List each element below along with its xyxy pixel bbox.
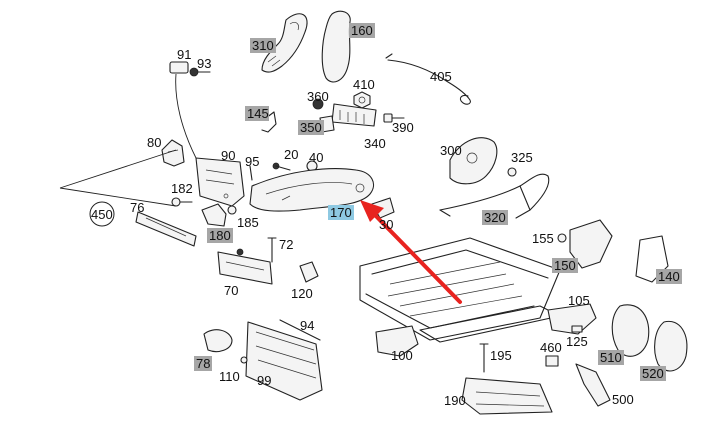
label-70: 70 — [224, 283, 238, 298]
part-94-rod — [279, 319, 321, 341]
label-125: 125 — [566, 334, 588, 349]
part-125-clip — [571, 325, 583, 333]
label-340: 340 — [364, 136, 386, 151]
label-145: 145 — [247, 106, 269, 121]
part-190-base-panel — [461, 377, 553, 415]
label-110: 110 — [219, 369, 240, 384]
label-72: 72 — [279, 237, 293, 252]
part-72-pin — [267, 237, 277, 263]
label-box-78 — [194, 356, 212, 371]
label-box-350 — [298, 120, 324, 135]
label-99: 99 — [257, 373, 271, 388]
leader-450 — [59, 149, 177, 207]
label-box-145 — [245, 106, 269, 121]
part-310-trim — [261, 13, 308, 73]
part-325-washer — [507, 167, 517, 177]
part-410-nut — [353, 91, 371, 109]
part-78-bushing — [203, 329, 233, 353]
label-78: 78 — [196, 356, 210, 371]
label-450: 450 — [91, 207, 113, 222]
label-360: 360 — [307, 89, 329, 104]
label-30: 30 — [379, 217, 393, 232]
label-box-520 — [640, 366, 666, 381]
label-195: 195 — [490, 348, 512, 363]
label-185: 185 — [237, 215, 259, 230]
part-520-cushion — [654, 320, 688, 372]
label-box-510 — [598, 350, 624, 365]
part-95-20-40-fasteners — [249, 160, 318, 181]
label-90: 90 — [221, 148, 235, 163]
part-145-clip — [261, 111, 277, 133]
part-500-cover — [575, 363, 611, 407]
label-box-160 — [349, 23, 375, 38]
part-460-block — [545, 355, 559, 367]
label-520: 520 — [642, 366, 664, 381]
label-circle-450 — [89, 201, 115, 227]
part-180-bracket — [201, 203, 227, 227]
label-95: 95 — [245, 154, 259, 169]
label-180: 180 — [209, 228, 231, 243]
label-box-170 — [328, 205, 354, 220]
label-320: 320 — [484, 210, 506, 225]
label-460: 460 — [540, 340, 562, 355]
label-160: 160 — [351, 23, 373, 38]
part-510-cushion — [611, 304, 650, 357]
part-seat-base-frame — [359, 237, 561, 343]
label-93: 93 — [197, 56, 211, 71]
part-70-slider — [217, 248, 273, 285]
label-box-180 — [207, 228, 233, 243]
part-300-mechanism — [449, 137, 498, 185]
label-80: 80 — [147, 135, 161, 150]
part-155-washer — [557, 233, 567, 243]
part-320-wire-frame — [439, 173, 550, 219]
part-160-cover — [321, 10, 351, 83]
label-405: 405 — [430, 69, 452, 84]
part-80-latch — [161, 139, 185, 167]
label-box-150 — [552, 258, 578, 273]
part-195-pin — [479, 343, 489, 373]
label-325: 325 — [511, 150, 533, 165]
label-310: 310 — [252, 38, 274, 53]
label-500: 500 — [612, 392, 634, 407]
label-390: 390 — [392, 120, 414, 135]
highlight-arrow — [360, 200, 462, 304]
part-76-rail — [135, 211, 197, 247]
label-box-310 — [250, 38, 276, 53]
part-99-panel — [245, 321, 323, 401]
label-140: 140 — [658, 269, 680, 284]
part-105-rail-end — [547, 303, 597, 335]
part-90-panel — [195, 157, 245, 207]
label-170: 170 — [330, 205, 352, 220]
part-185-bushing — [227, 205, 237, 215]
label-120: 120 — [291, 286, 313, 301]
part-120-bracket — [299, 261, 319, 283]
part-100-trim — [375, 325, 419, 357]
part-390-screw — [383, 113, 405, 123]
label-190: 190 — [444, 393, 466, 408]
part-110-screw — [240, 356, 248, 364]
part-150-trim — [569, 219, 613, 269]
label-94: 94 — [300, 318, 314, 333]
label-40: 40 — [309, 150, 323, 165]
label-350: 350 — [300, 120, 322, 135]
label-155: 155 — [532, 231, 554, 246]
label-100: 100 — [391, 348, 413, 363]
label-105: 105 — [568, 293, 590, 308]
part-405-wire — [385, 53, 471, 105]
part-182-screw — [171, 197, 193, 207]
label-20: 20 — [284, 147, 298, 162]
part-170-side-frame — [249, 168, 374, 212]
label-182: 182 — [171, 181, 193, 196]
label-150: 150 — [554, 258, 576, 273]
label-410: 410 — [353, 77, 375, 92]
part-91-93-fastener — [169, 61, 211, 159]
label-box-320 — [482, 210, 508, 225]
label-91: 91 — [177, 47, 191, 62]
label-76: 76 — [130, 200, 144, 215]
label-300: 300 — [440, 143, 462, 158]
label-510: 510 — [600, 350, 622, 365]
label-box-140 — [656, 269, 682, 284]
